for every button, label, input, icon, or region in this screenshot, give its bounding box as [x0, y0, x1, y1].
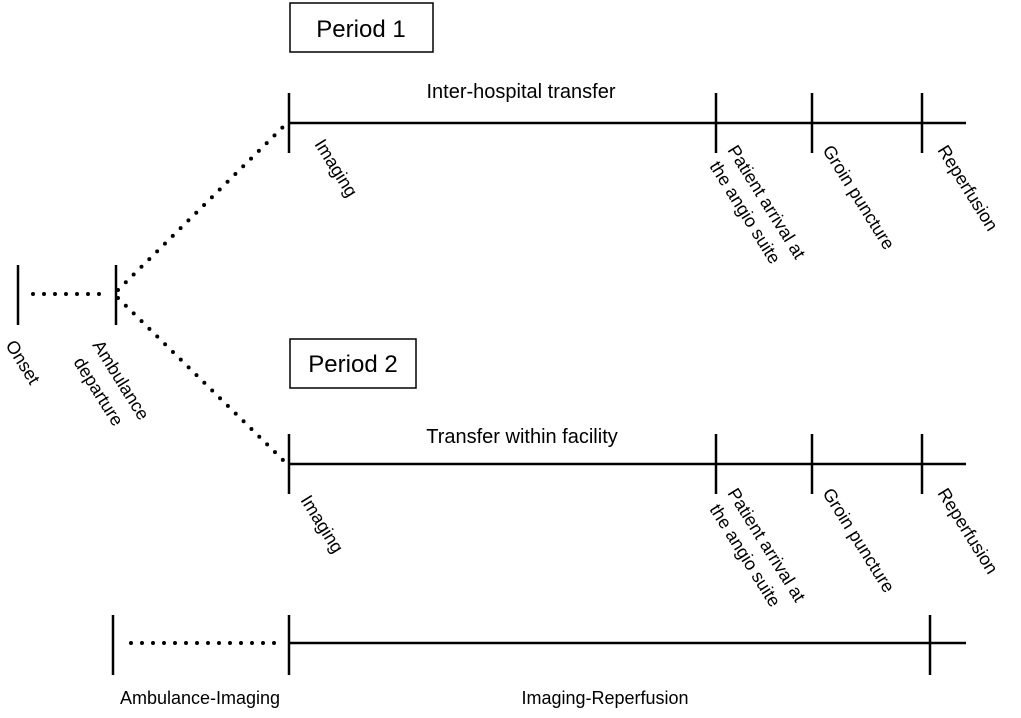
- period1-groin-label: Groin puncture: [819, 142, 899, 254]
- branch-to-period2-dotted: [116, 296, 286, 463]
- period2-title: Period 2: [308, 351, 397, 378]
- period1-segment-label: Inter-hospital transfer: [427, 81, 616, 103]
- imaging-reperfusion-label: Imaging-Reperfusion: [521, 688, 688, 708]
- period2-reperfusion-label: Reperfusion: [934, 485, 1002, 578]
- interval-summary-group: Ambulance-Imaging Imaging-Reperfusion: [111, 615, 966, 708]
- period2-imaging-label: Imaging: [297, 492, 348, 557]
- period1-group: Period 1 Inter-hospital transfer Imaging…: [287, 2, 1002, 267]
- period2-group: Period 2 Transfer within facility Imagin…: [287, 338, 1002, 610]
- onset-label: Onset: [2, 337, 44, 388]
- pre-hospital-group: Onset Ambulance departure: [2, 124, 286, 463]
- period2-box: [289, 338, 417, 389]
- period1-imaging-label: Imaging: [311, 136, 362, 201]
- branch-to-period1-dotted: [116, 124, 286, 292]
- period1-reperfusion-label: Reperfusion: [934, 142, 1002, 235]
- period2-segment-label: Transfer within facility: [426, 426, 618, 448]
- ambulance-imaging-label: Ambulance-Imaging: [120, 688, 280, 708]
- period2-groin-label: Groin puncture: [819, 485, 899, 597]
- period1-box: [289, 2, 434, 53]
- period1-title: Period 1: [316, 16, 405, 43]
